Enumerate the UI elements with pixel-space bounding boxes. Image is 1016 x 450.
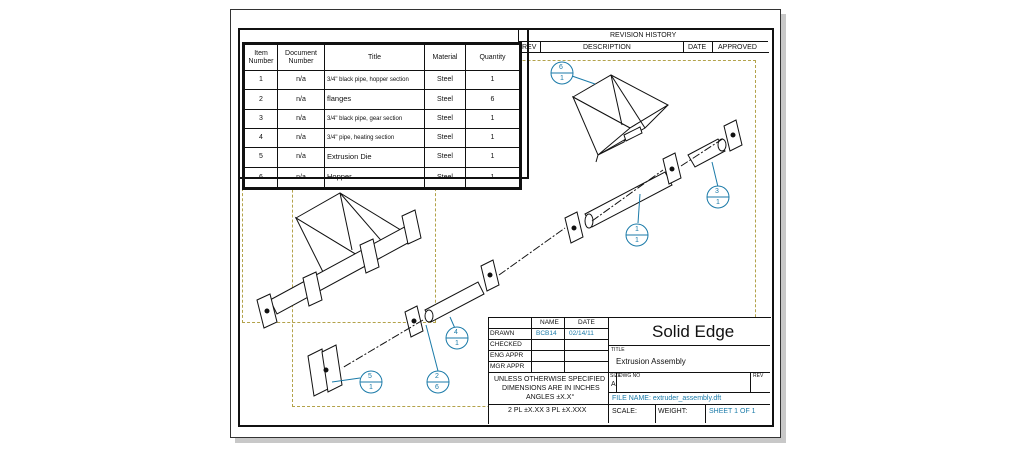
rev-col-approved: APPROVED [718, 44, 757, 51]
row-qty: 1 [465, 108, 520, 129]
table-row: 4 n/a 3/4" pipe, heating section Steel 1 [244, 127, 520, 148]
left-assembly [256, 192, 422, 329]
company-name: Solid Edge [652, 322, 735, 341]
bom-overlay-line [238, 177, 528, 179]
balloon-3-item: 3 [715, 188, 719, 195]
title-label: TITLE [611, 347, 625, 353]
table-row: 3 n/a 3/4" black pipe, gear section Stee… [244, 108, 520, 129]
header-quantity: Quantity [465, 44, 520, 71]
balloon-4-item: 4 [454, 329, 458, 336]
balloon-1-item: 1 [635, 226, 639, 233]
bom-overlay-line-right [527, 30, 529, 179]
row-material: Steel [424, 70, 466, 90]
row-material: Steel [424, 108, 466, 129]
tolerance-note-3: ANGLES ±X.X° [526, 394, 575, 401]
balloon-4-qty: 1 [455, 340, 459, 347]
row-title: flanges [324, 88, 425, 110]
rev-col-date: DATE [688, 44, 707, 51]
parts-list-header: Item Number Document Number Title Materi… [244, 44, 520, 71]
rev-col-description: DESCRIPTION [583, 44, 631, 51]
hopper-right [571, 74, 670, 163]
row-qty: 1 [465, 70, 520, 90]
eng-appr-label: ENG APPR [490, 352, 524, 359]
drawn-name: BCB14 [536, 330, 557, 337]
row-title: Extrusion Die [324, 146, 425, 168]
balloon-6-qty: 1 [560, 75, 564, 82]
row-qty: 6 [465, 88, 520, 110]
balloon-2-qty: 6 [435, 384, 439, 391]
header-item-number: Item Number [244, 44, 278, 71]
row-item: 3 [244, 108, 278, 129]
tolerance-note-1: UNLESS OTHERWISE SPECIFIED [494, 376, 606, 383]
drawn-date: 02/14/11 [569, 330, 594, 337]
row-qty: 1 [465, 127, 520, 148]
row-title: 3/4" black pipe, hopper section [324, 70, 425, 90]
balloon-5-item: 5 [368, 373, 372, 380]
scale-label: SCALE: [612, 408, 637, 415]
size-label: SIZE [610, 373, 622, 379]
balloon-2-item: 2 [435, 373, 439, 380]
drawn-label: DRAWN [490, 330, 515, 337]
title-block [488, 317, 771, 424]
balloon-5-qty: 1 [369, 384, 373, 391]
weight-label: WEIGHT: [658, 408, 688, 415]
extrusion-die [307, 344, 343, 397]
balloon-1-qty: 1 [635, 237, 639, 244]
rev-col-rev: REV [522, 44, 537, 51]
row-doc: n/a [277, 88, 325, 110]
row-item: 5 [244, 146, 278, 168]
row-doc: n/a [277, 127, 325, 148]
pipe-gear-section [564, 152, 682, 244]
sheet-number: SHEET 1 OF 1 [709, 408, 756, 415]
row-doc: n/a [277, 70, 325, 90]
drawing-border [238, 28, 774, 427]
row-qty: 1 [465, 146, 520, 168]
dwg-no-label: DWG NO [619, 373, 641, 379]
pipe-hopper-section-right [687, 119, 743, 168]
row-material: Steel [424, 127, 466, 148]
header-material: Material [424, 44, 466, 71]
row-doc: n/a [277, 146, 325, 168]
tolerance-note-2: DIMENSIONS ARE IN INCHES [502, 385, 600, 392]
row-item: 4 [244, 127, 278, 148]
mgr-appr-label: MGR APPR [490, 363, 525, 370]
drawing-title: Extrusion Assembly [616, 357, 686, 366]
size-value: A [611, 381, 616, 388]
parts-list-table: Item Number Document Number Title Materi… [242, 42, 522, 190]
header-title: Title [324, 44, 425, 71]
row-title: 3/4" black pipe, gear section [324, 108, 425, 129]
date-header: DATE [578, 319, 595, 326]
tolerance-note-4: 2 PL ±X.XX 3 PL ±X.XXX [508, 407, 587, 414]
table-row: 2 n/a flanges Steel 6 [244, 88, 520, 110]
row-material: Steel [424, 88, 466, 110]
table-row: 5 n/a Extrusion Die Steel 1 [244, 146, 520, 168]
balloon-6-item: 6 [559, 64, 563, 71]
pipe-heating-section [404, 259, 500, 338]
row-item: 2 [244, 88, 278, 110]
revision-history-header: REVISION HISTORY [610, 32, 677, 39]
name-header: NAME [540, 319, 559, 326]
row-material: Steel [424, 146, 466, 168]
header-document-number: Document Number [277, 44, 325, 71]
table-row: 1 n/a 3/4" black pipe, hopper section St… [244, 70, 520, 90]
row-title: 3/4" pipe, heating section [324, 127, 425, 148]
file-name: FILE NAME: extruder_assembly.dft [612, 395, 722, 402]
row-doc: n/a [277, 108, 325, 129]
row-item: 1 [244, 70, 278, 90]
rev-label: REV [753, 373, 764, 379]
checked-label: CHECKED [490, 341, 522, 348]
balloon-3-qty: 1 [716, 199, 720, 206]
